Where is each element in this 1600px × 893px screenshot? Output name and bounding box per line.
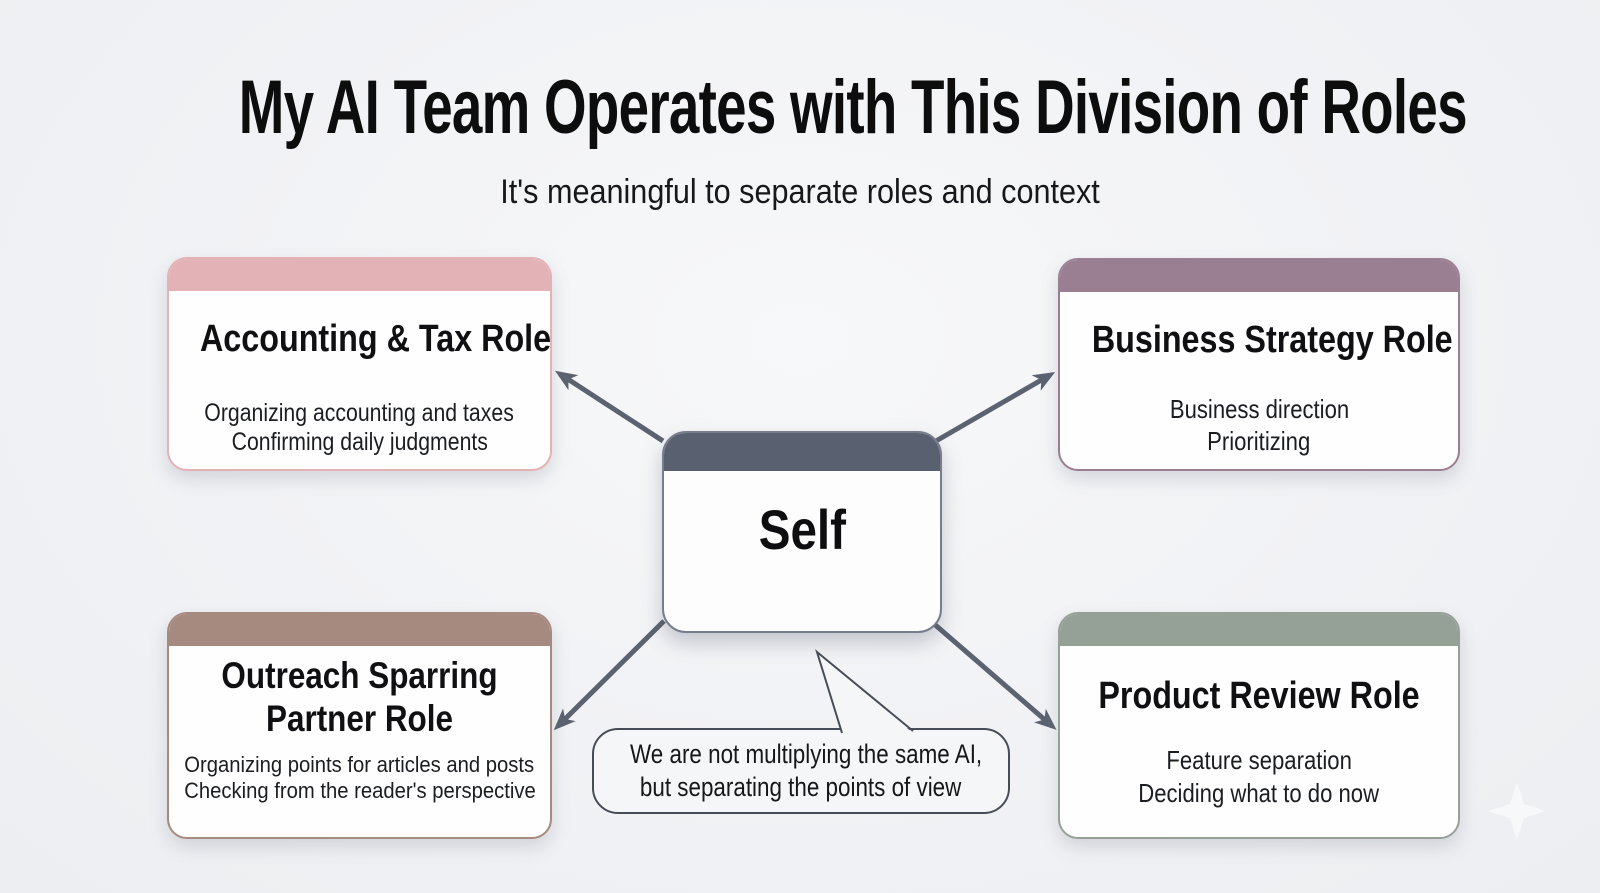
role-description: Business direction Prioritizing bbox=[1060, 393, 1458, 457]
role-description-line: Organizing points for articles and posts bbox=[184, 752, 535, 777]
arrow-to-accounting-tax bbox=[554, 370, 665, 444]
role-title: Business Strategy Role bbox=[1091, 319, 1453, 361]
role-description: Organizing points for articles and posts… bbox=[169, 752, 550, 804]
role-description-line: Checking from the reader's perspective bbox=[184, 778, 536, 803]
role-description-line: Confirming daily judgments bbox=[231, 428, 488, 456]
role-description-line: Feature separation bbox=[1166, 745, 1352, 775]
callout-line: but separating the points of view bbox=[640, 772, 962, 802]
page-title: My AI Team Operates with This Division o… bbox=[0, 66, 1600, 150]
role-title: Outreach Sparring Partner Role bbox=[221, 655, 498, 739]
arrow-to-product-review bbox=[931, 621, 1057, 730]
role-card-header-bar bbox=[169, 259, 550, 291]
role-card-header-bar bbox=[1060, 260, 1458, 292]
role-card-header-bar bbox=[169, 614, 550, 646]
center-node-self: Self bbox=[662, 431, 942, 633]
role-title: Accounting & Tax Role bbox=[199, 318, 552, 360]
page-subtitle-text: It's meaningful to separate roles and co… bbox=[500, 173, 1100, 211]
role-card-accounting-tax: Accounting & Tax Role Organizing account… bbox=[167, 257, 552, 471]
callout-bubble: We are not multiplying the same AI, but … bbox=[592, 728, 1010, 814]
role-description-line: Prioritizing bbox=[1207, 426, 1311, 456]
role-description: Organizing accounting and taxes Confirmi… bbox=[169, 399, 550, 457]
role-description-line: Organizing accounting and taxes bbox=[204, 399, 515, 427]
role-card-business-strategy: Business Strategy Role Business directio… bbox=[1058, 258, 1460, 471]
sparkle-watermark bbox=[1488, 782, 1546, 840]
page-subtitle: It's meaningful to separate roles and co… bbox=[0, 172, 1600, 213]
role-title: Product Review Role bbox=[1098, 675, 1420, 717]
arrow-to-business-strategy bbox=[934, 371, 1056, 444]
role-card-outreach-sparring-partner: Outreach Sparring Partner Role Organizin… bbox=[167, 612, 552, 839]
role-card-header-bar bbox=[1060, 614, 1458, 646]
role-description-line: Business direction bbox=[1169, 394, 1349, 424]
page-title-text: My AI Team Operates with This Division o… bbox=[238, 65, 1468, 150]
role-description-line: Deciding what to do now bbox=[1138, 778, 1380, 808]
center-node-label: Self bbox=[758, 498, 846, 561]
role-description: Feature separation Deciding what to do n… bbox=[1060, 744, 1458, 810]
role-card-product-review: Product Review Role Feature separation D… bbox=[1058, 612, 1460, 839]
callout-line: We are not multiplying the same AI, bbox=[630, 739, 983, 769]
center-node-header-bar bbox=[664, 433, 940, 471]
arrow-to-outreach-sparring bbox=[553, 619, 666, 731]
